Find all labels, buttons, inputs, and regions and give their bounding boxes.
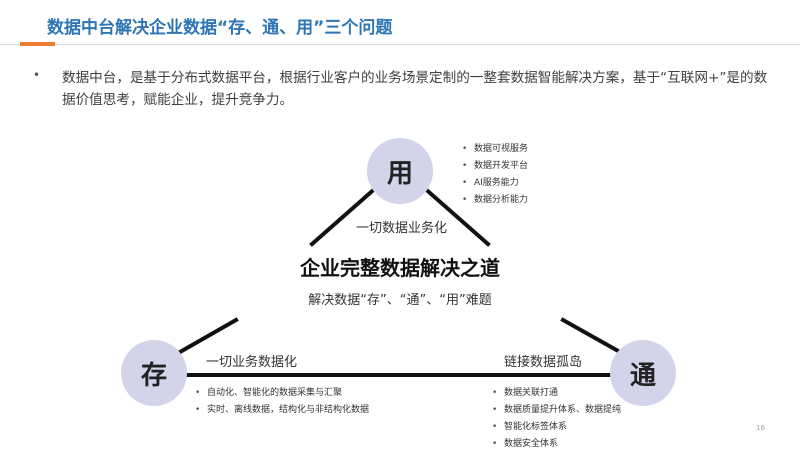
title-divider xyxy=(0,44,800,45)
intro-text: 数据中台，是基于分布式数据平台，根据行业客户的业务场景定制的一整套数据智能解决方… xyxy=(62,70,768,108)
title-accent-bar xyxy=(20,42,55,46)
list-item: 数据分析能力 xyxy=(462,192,528,209)
center-title: 企业完整数据解决之道 xyxy=(300,256,500,280)
edge-label-top: 一切数据业务化 xyxy=(352,217,452,236)
node-store: 存 xyxy=(121,340,187,406)
list-item: 数据安全体系 xyxy=(492,436,621,450)
list-item: 智能化标签体系 xyxy=(492,419,621,436)
page-number: 16 xyxy=(756,424,765,432)
list-item: 数据可视服务 xyxy=(462,141,528,158)
slide-title: 数据中台解决企业数据“存、通、用”三个问题 xyxy=(47,18,393,38)
use-feature-list: 数据可视服务 数据开发平台 AI服务能力 数据分析能力 xyxy=(462,141,528,209)
edge-right-lower xyxy=(560,317,623,355)
list-item: AI服务能力 xyxy=(462,175,528,192)
node-use: 用 xyxy=(367,138,433,204)
edge-top-left xyxy=(309,183,381,247)
list-item: 数据关联打通 xyxy=(492,385,621,402)
list-item: 数据开发平台 xyxy=(462,158,528,175)
intro-bullet: • xyxy=(33,68,41,82)
list-item: 自动化、智能化的数据采集与汇聚 xyxy=(195,385,375,402)
edge-label-left: 一切业务数据化 xyxy=(206,355,298,370)
edge-left-lower xyxy=(177,317,239,355)
edge-top-right xyxy=(419,183,491,247)
list-item: 数据质量提升体系、数据提纯 xyxy=(492,402,621,419)
list-item: 实时、离线数据，结构化与非结构化数据 xyxy=(195,402,375,419)
center-subtitle: 解决数据“存”、“通”、“用”难题 xyxy=(308,293,492,308)
store-feature-list: 自动化、智能化的数据采集与汇聚 实时、离线数据，结构化与非结构化数据 xyxy=(195,385,375,419)
connect-feature-list: 数据关联打通 数据质量提升体系、数据提纯 智能化标签体系 数据安全体系 xyxy=(492,385,621,450)
edge-label-right: 链接数据孤岛 xyxy=(504,355,583,370)
